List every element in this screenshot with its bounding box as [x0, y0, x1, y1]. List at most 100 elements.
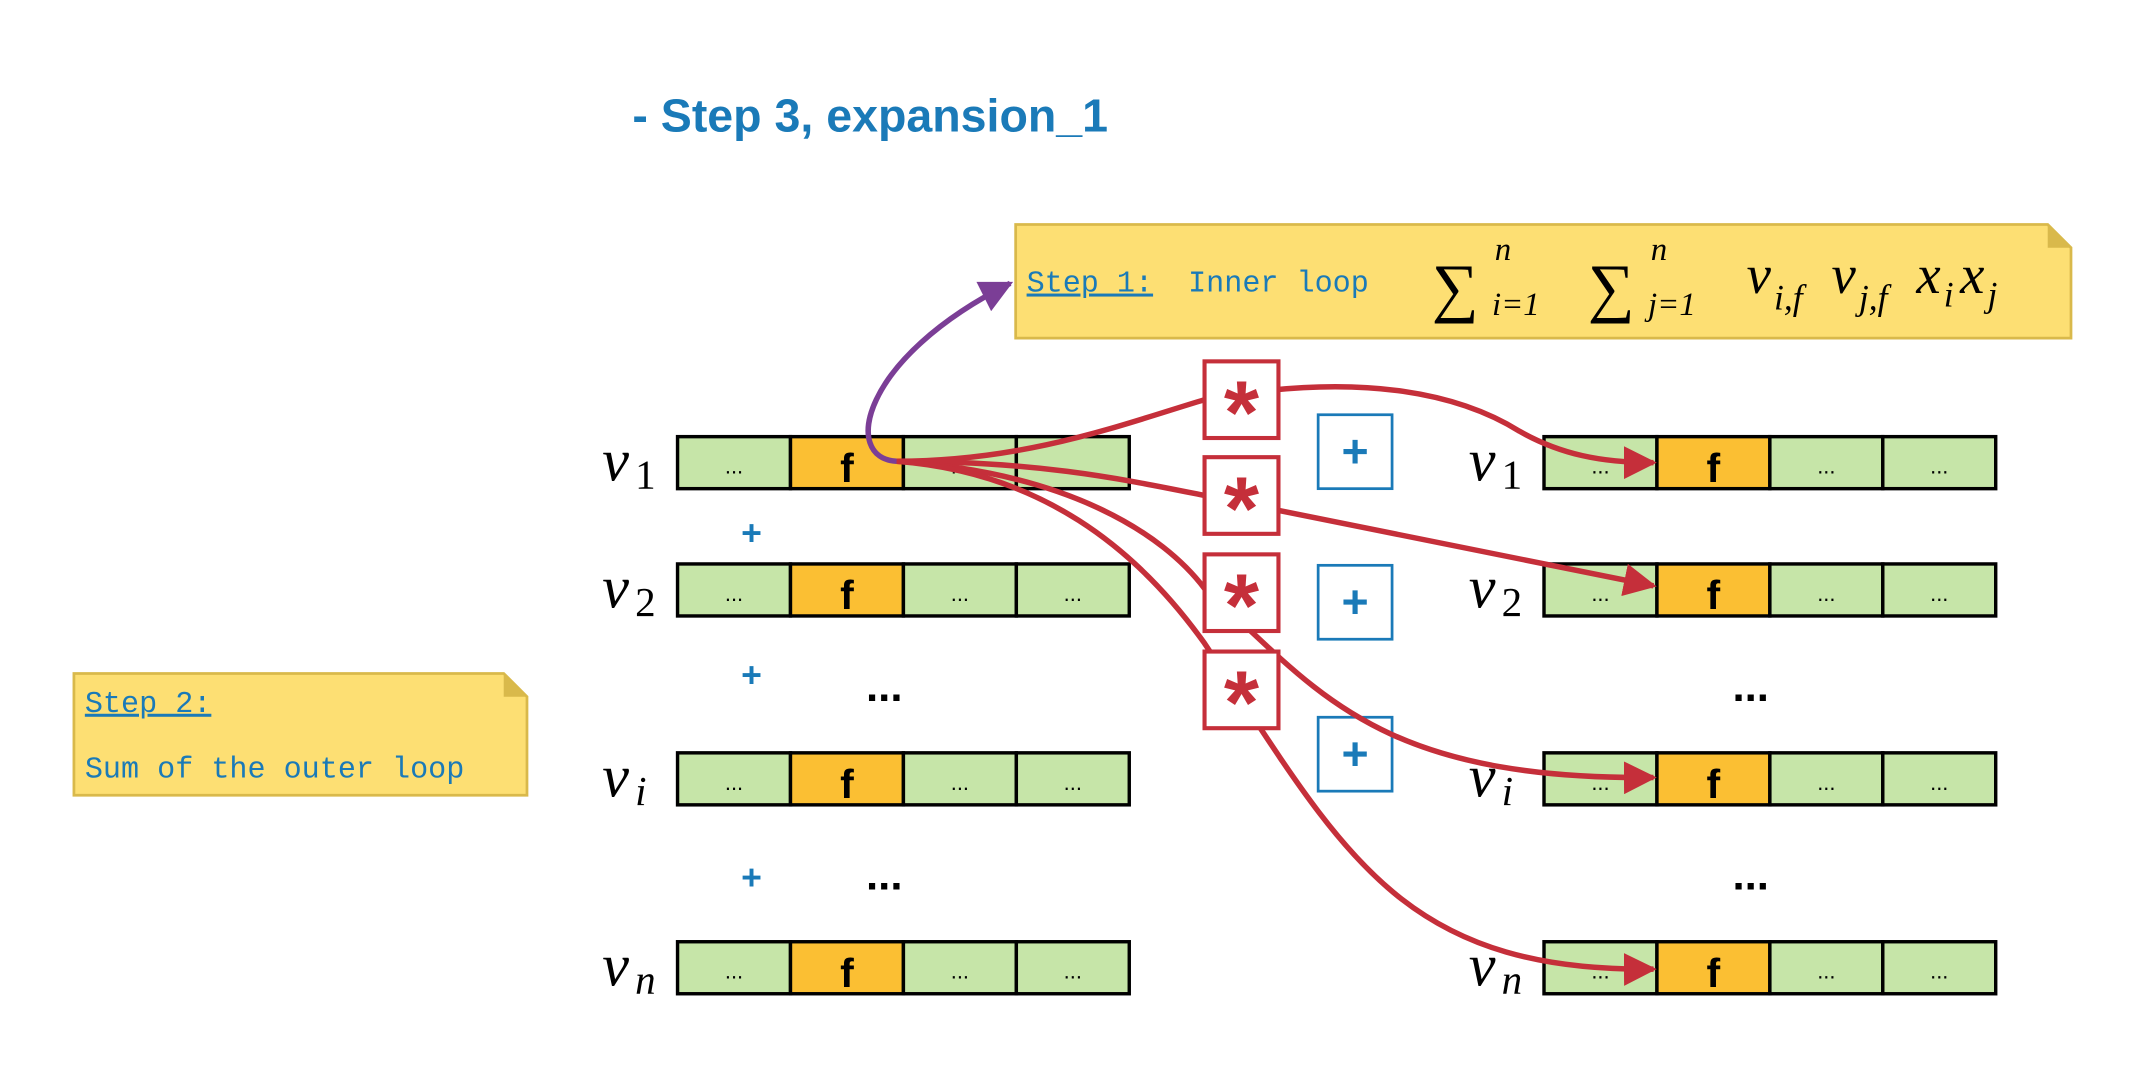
outer-loop-label: Step 2: — [85, 688, 211, 722]
sum-sub-1: i=1 — [1492, 287, 1540, 323]
formula-x2-sub: j — [1983, 275, 1997, 315]
vector-label-sub: n — [1502, 957, 1523, 1003]
vector-cell-label: ... — [1817, 770, 1835, 795]
feature-cell — [1655, 751, 1772, 807]
svg-text:*: * — [1224, 555, 1260, 656]
sum-symbol-2: ∑ — [1588, 251, 1635, 324]
outer-loop-text: Sum of the outer loop — [85, 753, 464, 787]
ellipsis: ... — [1732, 662, 1769, 711]
svg-text:+: + — [1342, 575, 1369, 627]
vector-cell — [1768, 751, 1885, 807]
formula-x1: x — [1915, 244, 1940, 305]
vector-label: v — [1469, 427, 1496, 494]
sum-sup-2: n — [1651, 232, 1667, 268]
vector-cell — [1881, 562, 1998, 618]
vector-cell — [1014, 751, 1131, 807]
feature-cell-label: f — [840, 572, 854, 618]
vector-cell-label: ... — [1817, 581, 1835, 606]
vector-cell-label: ... — [1930, 770, 1948, 795]
vector-cell — [1014, 562, 1131, 618]
sum-sub-2: j=1 — [1644, 287, 1696, 323]
arrow-to-v1 — [896, 384, 1657, 480]
plus-sign: + — [741, 655, 762, 695]
vector-label-sub: 1 — [635, 452, 656, 498]
feature-cell — [1655, 940, 1772, 996]
feature-cell-label: f — [840, 445, 854, 491]
vector-cell-label: ... — [1064, 959, 1082, 984]
formula-v2: v — [1831, 244, 1856, 305]
boxed-plus: + — [1316, 413, 1394, 491]
ellipsis: ... — [1732, 851, 1769, 900]
vector-label-sub: 2 — [1502, 579, 1523, 625]
vector-cell — [1881, 751, 1998, 807]
feature-cell — [1655, 434, 1772, 491]
ellipsis: ... — [866, 851, 903, 900]
vector-label: v — [1469, 555, 1496, 622]
vector-cell — [675, 751, 793, 807]
plus-sign: + — [741, 513, 762, 553]
multiply-box: * — [1202, 455, 1281, 559]
feature-cell-label: f — [1707, 950, 1721, 996]
vector-cell-label: ... — [1817, 454, 1835, 479]
sum-symbol-1: ∑ — [1432, 251, 1479, 324]
vector-cell-label: ... — [725, 770, 743, 795]
inner-loop-label: Step 1: — [1027, 268, 1153, 302]
svg-text:*: * — [1224, 653, 1260, 754]
plus-sign: + — [741, 858, 762, 898]
vector-cell-label: ... — [1064, 770, 1082, 795]
feature-cell — [788, 562, 906, 618]
svg-text:*: * — [1224, 362, 1260, 463]
svg-text:+: + — [1342, 727, 1369, 779]
vector-cell-label: ... — [951, 581, 969, 606]
formula: ∑ n i=1 ∑ n j=1 v i,f v j,f x i x j — [1432, 232, 1998, 324]
multiply-box: * — [1202, 552, 1281, 656]
feature-cell-label: f — [840, 761, 854, 807]
vector-label-sub: 2 — [635, 579, 656, 625]
formula-x2: x — [1959, 244, 1984, 305]
vector-cell — [1881, 434, 1998, 491]
vector-cell-label: ... — [725, 581, 743, 606]
vector-cell-label: ... — [1930, 581, 1948, 606]
feature-cell-label: f — [1707, 445, 1721, 491]
vector-cell — [1768, 562, 1885, 618]
feature-cell-label: f — [1707, 572, 1721, 618]
vector-cell — [1768, 940, 1885, 996]
formula-v2-sub: j,f — [1855, 277, 1892, 317]
formula-v1: v — [1747, 244, 1772, 305]
sum-sup-1: n — [1495, 232, 1511, 268]
vector-label: v — [602, 744, 629, 811]
vector-cell-label: ... — [725, 454, 743, 479]
feature-cell-label: f — [840, 950, 854, 996]
feature-cell — [788, 751, 906, 807]
vector-label: v — [602, 427, 629, 494]
svg-text:+: + — [1342, 425, 1369, 477]
vector-label-sub: n — [635, 957, 656, 1003]
vector-cell-label: ... — [1591, 959, 1609, 984]
vector-label-sub: i — [1502, 768, 1513, 814]
vector-cell-label: ... — [725, 959, 743, 984]
multiply-box: * — [1202, 649, 1281, 754]
vector-label-sub: 1 — [1502, 452, 1523, 498]
vector-cell — [1768, 434, 1885, 491]
vector-label: v — [602, 933, 629, 1000]
vector-cell-label: ... — [1591, 581, 1609, 606]
vector-label: v — [602, 555, 629, 622]
vector-cell — [675, 562, 793, 618]
feature-cell-label: f — [1707, 761, 1721, 807]
vector-cell-label: ... — [1817, 959, 1835, 984]
page-title: - Step 3, expansion_1 — [632, 89, 1108, 141]
vector-label: v — [1469, 744, 1496, 811]
formula-x1-sub: i — [1944, 275, 1954, 315]
vector-cell — [1014, 940, 1131, 996]
